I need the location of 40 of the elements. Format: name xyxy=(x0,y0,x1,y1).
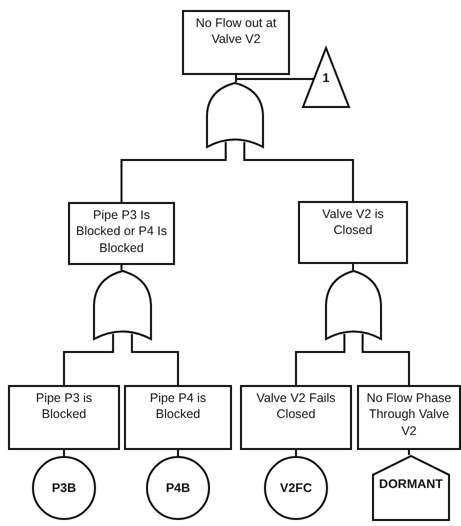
node-label: Pipe P3 is Blocked xyxy=(34,390,94,422)
basic-event-circle xyxy=(264,456,328,520)
node-label: Pipe P4 is Blocked xyxy=(148,390,208,422)
event-box xyxy=(298,201,408,264)
connector-line xyxy=(408,450,410,455)
basic-event-circle xyxy=(146,456,210,520)
connector-line xyxy=(362,334,410,385)
basic-event-circle xyxy=(32,456,96,520)
node-label: DORMANT xyxy=(379,476,443,491)
connector-line xyxy=(295,450,297,456)
connector-line xyxy=(63,334,114,385)
connector-line xyxy=(120,265,122,270)
connector-line xyxy=(120,142,227,202)
connector-line xyxy=(352,264,354,270)
node-label: No Flow out at Valve V2 xyxy=(194,15,278,48)
event-box xyxy=(68,202,175,265)
node-label: P4B xyxy=(166,481,190,495)
node-label: P3B xyxy=(52,481,76,495)
or-gate xyxy=(93,270,152,340)
event-box xyxy=(240,385,352,450)
event-box xyxy=(182,10,290,75)
node-label: Pipe P3 Is Blocked or P4 Is Blocked xyxy=(74,207,168,256)
connector-line xyxy=(236,78,314,80)
event-box xyxy=(357,385,461,450)
connector-line xyxy=(243,142,354,201)
connector-line xyxy=(177,450,179,456)
node-label: V2FC xyxy=(280,481,312,495)
connector-line xyxy=(130,334,179,385)
or-gate xyxy=(206,82,264,148)
node-label: Valve V2 is Closed xyxy=(321,206,385,238)
node-label: Valve V2 Fails Closed xyxy=(256,390,336,422)
node-label: 1 xyxy=(322,70,330,84)
or-gate xyxy=(325,270,382,340)
connector-line xyxy=(63,450,65,456)
transfer-triangle xyxy=(302,47,350,108)
house-event xyxy=(372,455,450,521)
connector-line xyxy=(295,334,346,385)
event-box xyxy=(8,385,120,450)
event-box xyxy=(124,385,232,450)
node-label: No Flow Phase Through Valve V2 xyxy=(366,390,452,439)
